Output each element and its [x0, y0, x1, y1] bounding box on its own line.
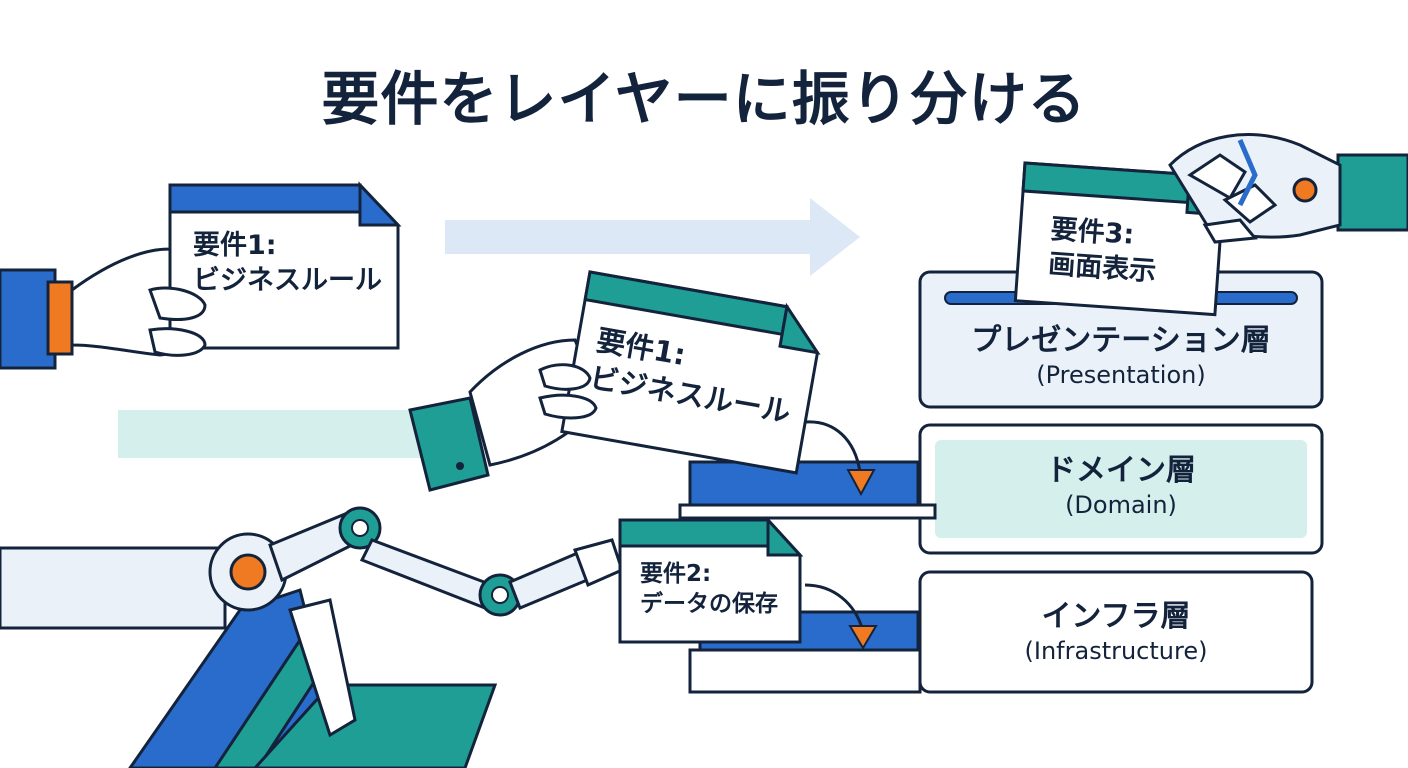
drop-arrow-domain — [804, 420, 876, 497]
robot-arm-illustration — [0, 506, 624, 768]
card-1-text: 要件1: ビジネスルール — [193, 228, 382, 298]
infrastructure-layer-panel — [688, 570, 1314, 694]
presentation-layer-name: プレゼンテーション層 — [971, 323, 1271, 358]
drop-arrow-infra — [804, 583, 878, 650]
flow-band-middle — [118, 410, 423, 458]
domain-layer-label: ドメイン層 (Domain) — [935, 452, 1307, 520]
card-4-heading: 要件2: — [640, 561, 712, 587]
card-1-body: ビジネスルール — [193, 265, 382, 297]
card-3-text: 要件3: 画面表示 — [1047, 212, 1160, 290]
card-4-bottom — [618, 516, 804, 644]
left-hand-fingers — [148, 286, 207, 357]
domain-layer-panel — [678, 423, 1324, 555]
infrastructure-layer-name: インフラ層 — [1041, 599, 1191, 634]
domain-layer-en: (Domain) — [1065, 490, 1177, 519]
robot-hand-top-illustration — [1168, 133, 1408, 244]
card-3-body: 画面表示 — [1047, 249, 1158, 288]
card-4-text: 要件2: データの保存 — [640, 560, 778, 620]
infrastructure-layer-label: インフラ層 (Infrastructure) — [920, 598, 1312, 666]
card-1-left — [168, 181, 402, 350]
flow-arrow-top — [445, 198, 860, 276]
middle-hand-fingers — [538, 363, 598, 420]
card-1-heading: 要件1: — [193, 230, 277, 261]
presentation-layer-en: (Presentation) — [1036, 360, 1206, 389]
presentation-layer-label: プレゼンテーション層 (Presentation) — [945, 322, 1297, 390]
page-title: 要件をレイヤーに振り分ける — [321, 65, 1087, 133]
infrastructure-layer-en: (Infrastructure) — [1024, 636, 1208, 665]
card-4-body: データの保存 — [640, 590, 778, 617]
domain-layer-name: ドメイン層 — [1046, 453, 1196, 488]
card-2-middle — [560, 270, 821, 475]
